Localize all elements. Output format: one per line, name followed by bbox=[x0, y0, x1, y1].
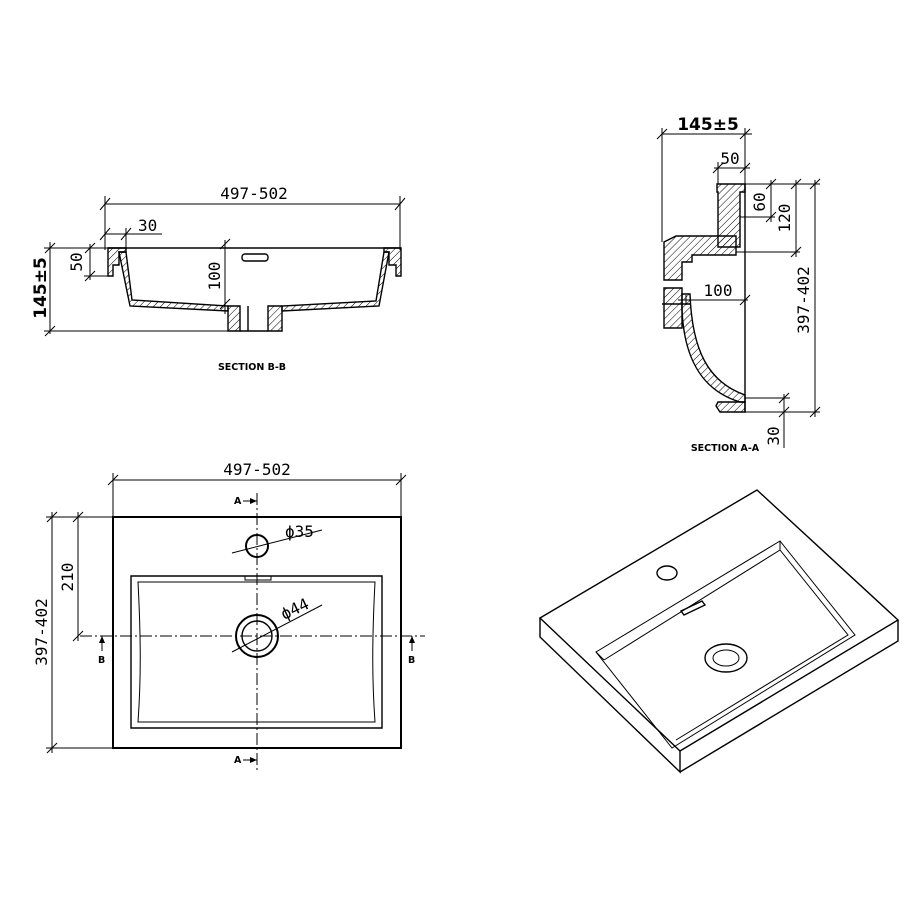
section-aa-rear-body bbox=[663, 235, 737, 281]
iso-basin-inner bbox=[603, 549, 849, 741]
iso-drain-inner bbox=[712, 649, 740, 667]
iso-drain-outer bbox=[704, 643, 748, 673]
iso-overflow bbox=[679, 600, 707, 616]
plan-marker-b-left: B bbox=[98, 655, 105, 666]
section-bb-title: SECTION B-B bbox=[218, 362, 286, 373]
section-bb-drain-center bbox=[240, 306, 268, 332]
iso-basin-rim bbox=[595, 540, 856, 749]
bb-width-label: 497-502 bbox=[220, 184, 287, 203]
plan-marker-b-right: B bbox=[408, 655, 415, 666]
section-bb-drain bbox=[227, 305, 283, 332]
plan-view: ϕ35 ϕ44 497-502 397-402 210 A A B B bbox=[32, 460, 425, 770]
plan-overflow bbox=[244, 575, 272, 581]
aa-dim-120-label: 120 bbox=[775, 204, 794, 233]
plan-drain-label: ϕ44 bbox=[278, 594, 312, 623]
section-aa-front-rim bbox=[715, 401, 746, 413]
plan-width-label: 497-502 bbox=[223, 460, 290, 479]
section-bb-basin-wall-right bbox=[281, 251, 390, 312]
aa-height-label: 145±5 bbox=[677, 115, 739, 135]
section-aa-bowl bbox=[681, 293, 746, 403]
section-aa-view: 145±5 50 60 120 397-402 100 3 bbox=[656, 115, 821, 454]
iso-top-surface bbox=[538, 489, 900, 752]
aa-top-label: 50 bbox=[720, 149, 739, 168]
aa-dim-60-label: 60 bbox=[750, 192, 769, 211]
aa-length-label: 397-402 bbox=[794, 266, 813, 333]
plan-length-label: 397-402 bbox=[32, 598, 51, 665]
isometric-view bbox=[538, 489, 900, 774]
section-bb-overflow bbox=[241, 253, 269, 262]
section-aa-drain-block bbox=[663, 287, 683, 329]
aa-dim-100-label: 100 bbox=[704, 281, 733, 300]
iso-front-face bbox=[539, 618, 681, 774]
section-bb-view: 497-502 30 50 100 145±5 SECTION B-B bbox=[31, 184, 406, 373]
plan-offset-label: 210 bbox=[58, 563, 77, 592]
section-aa-title: SECTION A-A bbox=[691, 443, 760, 454]
plan-basin-inner bbox=[137, 581, 376, 723]
plan-marker-a-top: A bbox=[234, 496, 242, 507]
plan-marker-a-bottom: A bbox=[234, 755, 242, 766]
plan-basin-outline bbox=[130, 575, 383, 729]
section-bb-left-rim bbox=[107, 247, 127, 277]
iso-right-face bbox=[679, 620, 899, 773]
bb-depth-label: 50 bbox=[67, 252, 86, 271]
bb-inner-label: 100 bbox=[205, 262, 224, 291]
bb-rim-label: 30 bbox=[138, 216, 157, 235]
iso-tap-hole bbox=[656, 565, 678, 581]
aa-bottom-label: 30 bbox=[764, 426, 783, 445]
bb-height-label: 145±5 bbox=[31, 257, 51, 319]
plan-tap-hole-label: ϕ35 bbox=[285, 522, 314, 541]
